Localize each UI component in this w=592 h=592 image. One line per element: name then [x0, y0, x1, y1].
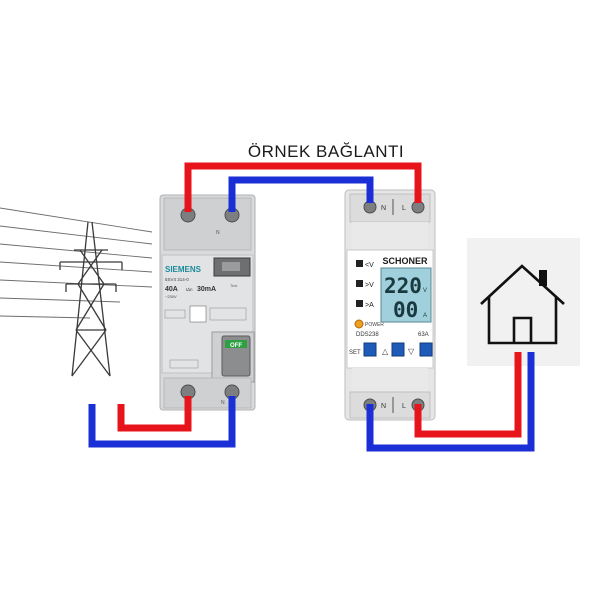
rcd-test-button[interactable] [222, 262, 240, 271]
rcd-device: N SIEMENS 5SV4 314-0 40A I∆n 30mA ~230V … [159, 194, 256, 411]
meter-model: DDS238 [356, 332, 379, 338]
meter-overvoltage-label: >V [365, 282, 374, 289]
rcd-spec-box [209, 307, 247, 321]
meter-brand: SCHONER [382, 256, 428, 266]
rcd-brand: SIEMENS [165, 265, 202, 274]
rcd-test-label: Test [230, 283, 238, 288]
rcd-bottom-n-label: N [221, 400, 225, 406]
meter-up-button[interactable] [391, 342, 405, 357]
rcd-off-indicator [225, 340, 247, 348]
meter-current-unit: A [423, 313, 427, 319]
meter-voltage-reading: 220 [384, 274, 422, 298]
meter-bottom-neck [352, 368, 428, 392]
rcd-sensitivity-prefix: I∆n [186, 287, 193, 292]
rcd-top-terminal-block [163, 197, 252, 251]
meter-bottom-l-label: L [402, 403, 406, 410]
meter-bottom-n-label: N [381, 403, 386, 410]
wire-neutral-supply [88, 396, 236, 448]
rcd-model: 5SV4 314-0 [165, 277, 189, 282]
rcd-rating: 40A [165, 286, 178, 293]
meter-undervoltage-label: <V [365, 262, 374, 269]
wire-phase-top [184, 162, 422, 212]
meter-current-reading: 00 [393, 298, 418, 322]
rcd-qr-code [189, 305, 207, 323]
wire-neutral-house [366, 352, 535, 452]
rcd-small-spec-box [164, 309, 186, 319]
meter-led-undervoltage [356, 260, 363, 267]
rcd-write-area [169, 359, 199, 369]
meter-device: N L SCHONER <V >V >A POWER DDS238 63A 22… [344, 189, 436, 421]
power-tower-icon [0, 207, 153, 377]
meter-lcd [380, 267, 432, 323]
wire-phase-house [414, 352, 522, 438]
wiring [88, 162, 535, 452]
meter-up-symbol: △ [382, 347, 389, 356]
meter-set-label: SET [349, 350, 361, 356]
meter-led-overcurrent [356, 300, 363, 307]
meter-down-symbol: ▽ [408, 347, 415, 356]
meter-voltage-unit: V [423, 288, 427, 294]
wire-phase-supply [117, 396, 192, 432]
rcd-top-n-label: N [216, 230, 220, 236]
meter-led-overvoltage [356, 280, 363, 287]
warning-led-icon [354, 319, 364, 329]
meter-top-n-label: N [381, 205, 386, 212]
rcd-sensitivity: 30mA [197, 286, 216, 293]
meter-neck [352, 222, 428, 250]
meter-set-button[interactable] [363, 342, 377, 357]
meter-power-label: POWER [365, 322, 384, 328]
house-icon [480, 264, 565, 345]
meter-down-button[interactable] [419, 342, 433, 357]
wire-neutral-top [228, 176, 374, 212]
meter-top-l-label: L [402, 205, 406, 212]
meter-amp-rating: 63A [418, 332, 429, 338]
meter-overcurrent-label: >A [365, 302, 374, 309]
rcd-switch-label: OFF [230, 343, 242, 349]
rcd-type-line: ~230V [165, 294, 177, 299]
diagram-title: ÖRNEK BAĞLANTI [248, 142, 404, 161]
